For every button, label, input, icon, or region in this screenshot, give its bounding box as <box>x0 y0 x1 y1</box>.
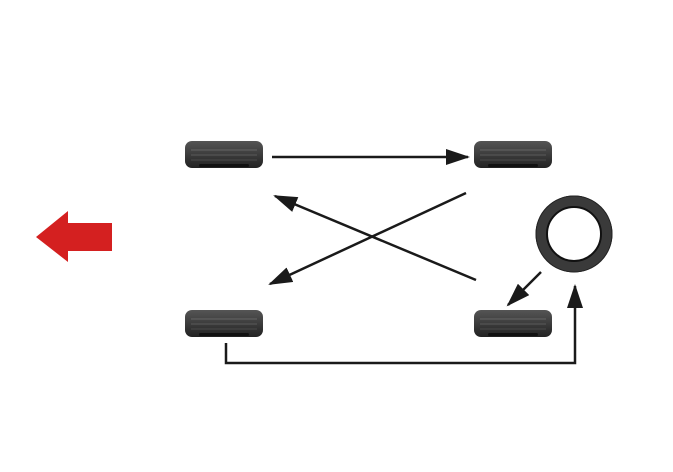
tire-rear-left <box>184 309 264 338</box>
tire-front-left <box>184 140 264 169</box>
arrow-rear-left-to-spare <box>224 284 583 365</box>
spare-tire-icon <box>535 195 613 273</box>
tire-front-right <box>473 140 553 169</box>
arrow-rear-right-to-front-left <box>273 194 477 282</box>
arrow-front-right-to-rear-left <box>268 191 467 286</box>
forward-direction-arrow-icon <box>36 211 112 262</box>
arrow-spare-to-rear-right <box>506 271 542 307</box>
tire-rear-right <box>473 309 553 338</box>
